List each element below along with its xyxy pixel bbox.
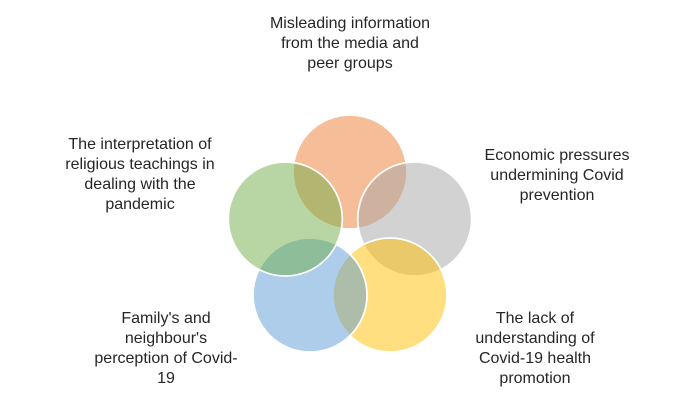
label-misleading-media: Misleading information from the media an… [269,15,431,72]
label-economic-pressures: Economic pressures undermining Covid pre… [484,147,630,204]
label-lack-of-understanding: The lack of understanding of Covid-19 he… [475,310,595,387]
circle-religious-teachings [227,161,344,277]
label-family-perception: Family's and neighbour's perception of C… [94,310,238,387]
label-religious-teachings: The interpretation of religious teaching… [65,136,215,213]
